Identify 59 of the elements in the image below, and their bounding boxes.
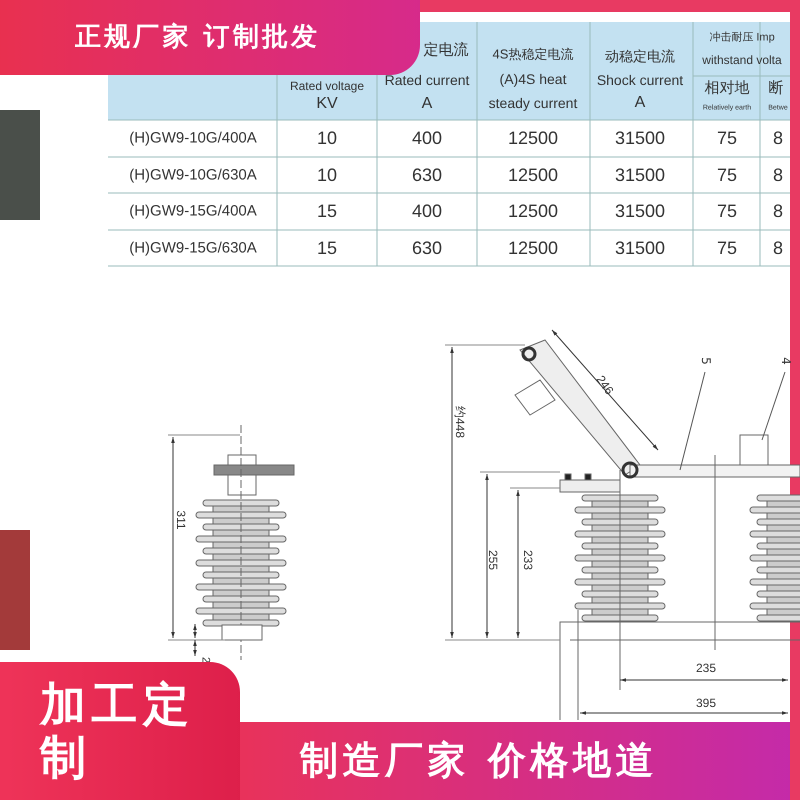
promo-text: 制造厂家 价格地道 xyxy=(300,739,658,783)
table-header-text: KV xyxy=(316,96,338,112)
promo-text: 加工定制 xyxy=(40,678,196,784)
table-cell-text: (H)GW9-15G/630A xyxy=(129,240,257,255)
table-cell-text: 75 xyxy=(716,129,738,147)
table-header-text: (A)4S heat xyxy=(500,72,566,86)
table-cell-text: 31500 xyxy=(614,166,666,184)
table-cell-text: 15 xyxy=(316,238,338,256)
table-header-text: 冲击耐压 Imp xyxy=(709,32,775,44)
table-header-text: steady current xyxy=(488,96,578,110)
table-header-text: 4S热稳定电流 xyxy=(492,48,574,60)
table-cell-text: 10 xyxy=(316,166,338,184)
promo-text: 正规厂家 订制批发 xyxy=(75,22,320,52)
table-cell-text: 630 xyxy=(412,166,442,184)
table-cell-text: 400 xyxy=(412,202,442,220)
table-header-text: Rated current xyxy=(384,73,470,87)
dimension-text: 255 xyxy=(487,550,499,570)
table-cell-text: 8 xyxy=(773,202,783,220)
table-cell-text: 31500 xyxy=(614,129,666,147)
table-cell-text: 8 xyxy=(773,166,783,184)
table-header-text: 动稳定电流 xyxy=(605,49,675,63)
leader-line xyxy=(762,372,786,440)
callout-number: 5 xyxy=(698,357,712,365)
table-cell-text: 12500 xyxy=(508,202,558,220)
leader-line xyxy=(680,372,706,470)
dimension-text: 311 xyxy=(175,510,187,530)
table-header-text: A xyxy=(422,96,432,112)
table-header-text: withstand volta xyxy=(702,54,782,66)
table-cell-text: 75 xyxy=(716,166,738,184)
table-cell-text: 75 xyxy=(716,202,738,220)
table-cell-text: 12500 xyxy=(508,166,558,184)
table-header-text: Shock current xyxy=(596,73,684,87)
table-cell-text: 400 xyxy=(412,129,442,147)
table-header-text: 断 xyxy=(768,80,784,96)
table-cell-text: 31500 xyxy=(614,238,666,256)
dimension-text: 233 xyxy=(522,550,534,570)
callout-number: 4 xyxy=(778,357,792,365)
table-cell-text: 75 xyxy=(716,238,738,256)
promo-badge xyxy=(0,662,240,800)
table-cell-text: 31500 xyxy=(614,202,666,220)
dimension-text: 246 xyxy=(594,373,616,397)
promo-bar xyxy=(240,722,790,800)
table-cell-text: (H)GW9-10G/400A xyxy=(129,130,257,146)
table-cell-text: 630 xyxy=(412,238,442,256)
table-cell-text: 8 xyxy=(773,129,783,147)
table-cell-text: (H)GW9-10G/630A xyxy=(129,167,257,182)
table-cell-text: 15 xyxy=(316,202,338,220)
dimension-text: 约448 xyxy=(454,406,466,438)
table-cell-text: 10 xyxy=(316,129,338,147)
table-header-text: A xyxy=(634,95,646,111)
table-cell-text: 12500 xyxy=(508,238,558,256)
table-header-text: Rated voltage xyxy=(290,80,364,92)
promo-banner xyxy=(0,0,420,75)
dimension-text: 235 xyxy=(696,662,716,674)
table-cell-text: 8 xyxy=(773,238,783,256)
table-cell-text: (H)GW9-15G/400A xyxy=(129,204,257,218)
table-header-text: 相对地 xyxy=(704,80,750,96)
table-cell-text: 12500 xyxy=(508,129,558,147)
dimension-text: 395 xyxy=(696,697,716,709)
